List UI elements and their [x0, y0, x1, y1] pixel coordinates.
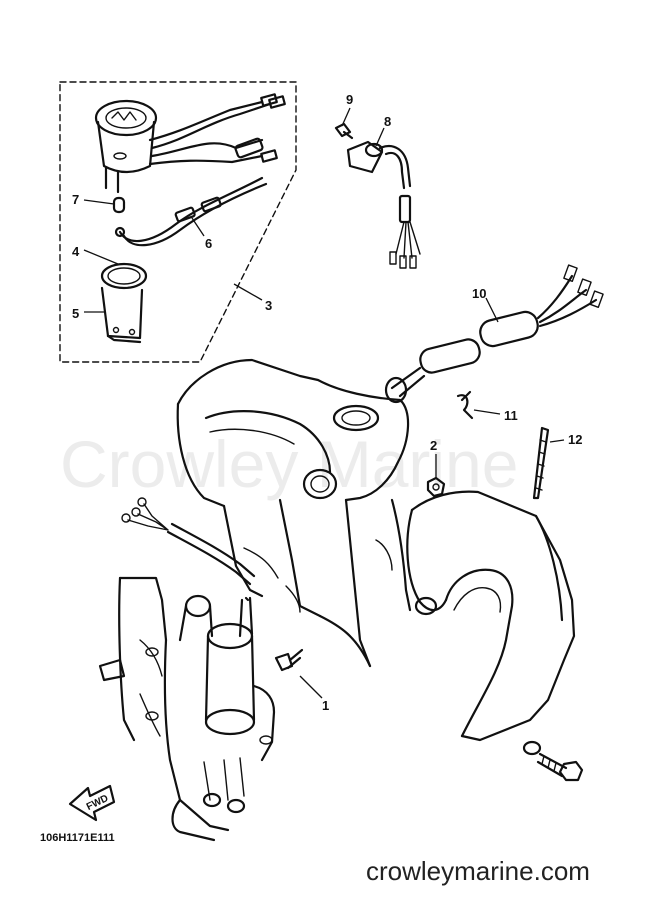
- callout-12: 12: [568, 432, 582, 447]
- callout-3: 3: [265, 298, 272, 313]
- site-url[interactable]: crowleymarine.com: [366, 856, 590, 886]
- callout-8: 8: [384, 114, 391, 129]
- ring-4: [100, 262, 148, 290]
- callout-4: 4: [72, 244, 80, 259]
- clamp-bracket: [406, 490, 576, 742]
- power-trim-tilt-unit: [98, 576, 276, 842]
- callout-7: 7: [72, 192, 79, 207]
- screw-9: [334, 122, 354, 140]
- trim-wire-leads: [121, 497, 256, 586]
- fwd-arrow-icon: FWD: [68, 784, 116, 822]
- bracket-5: [100, 286, 144, 344]
- bolt-lower: [522, 740, 584, 782]
- clip-11: [456, 390, 474, 420]
- spacer-7: [112, 196, 126, 214]
- lead-wire-6: [114, 176, 268, 247]
- callout-9: 9: [346, 92, 353, 107]
- part-code: 106H1171E111: [40, 832, 115, 844]
- callout-6: 6: [205, 236, 212, 251]
- callout-leaders: [83, 107, 565, 699]
- callout-1: 1: [322, 698, 329, 713]
- plastic-tie-12: [532, 426, 550, 500]
- watermark-text: Crowley Marine: [60, 427, 518, 501]
- callouts: 7 4 5 6 3 9 8 10 11 12 2 1: [72, 92, 582, 713]
- trim-meter: [94, 93, 286, 194]
- trim-meter-kit-box: [59, 81, 297, 363]
- screw-1: [274, 648, 304, 672]
- callout-5: 5: [72, 306, 79, 321]
- harness-10: [384, 264, 604, 404]
- trim-sender-8: [346, 140, 421, 269]
- callout-2: 2: [430, 438, 437, 453]
- swivel-bracket: [176, 358, 412, 668]
- callout-11: 11: [504, 408, 518, 423]
- callout-10: 10: [472, 286, 486, 301]
